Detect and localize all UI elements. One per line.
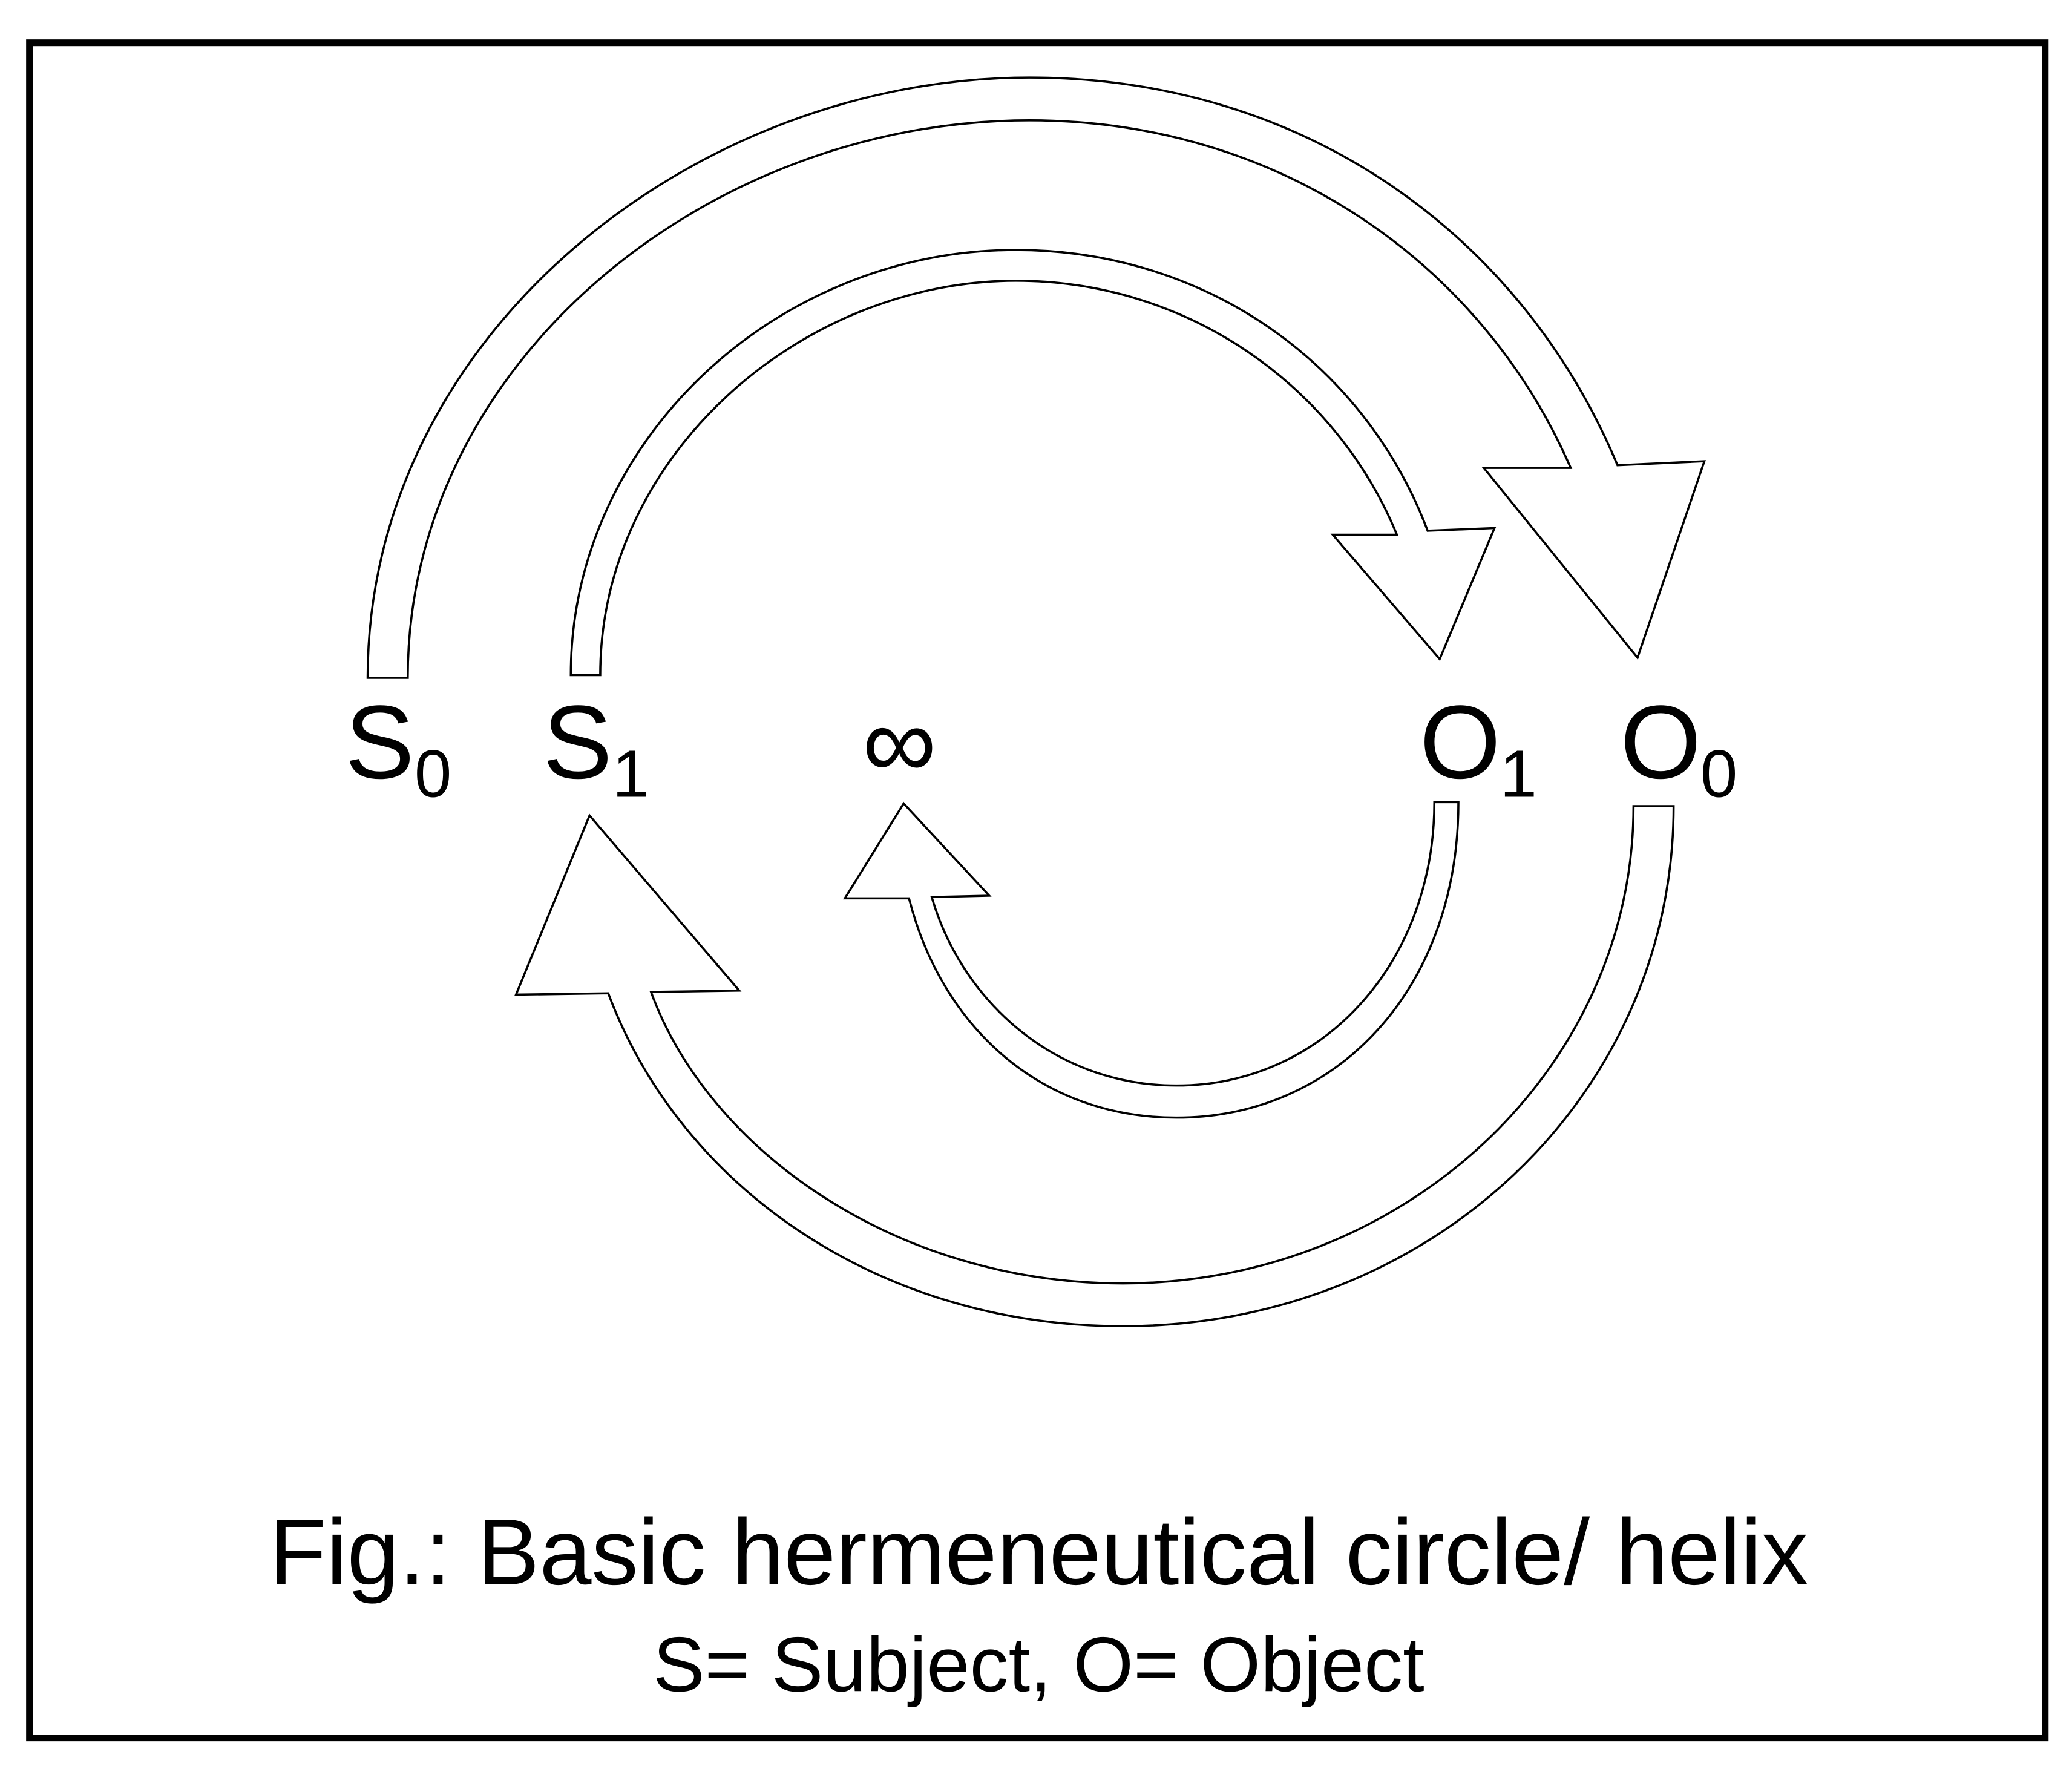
figure-frame	[26, 39, 2049, 1742]
node-subscript: 0	[1700, 737, 1737, 812]
node-letter: O	[1420, 684, 1501, 801]
node-letter: S	[345, 684, 415, 801]
node-infinity: ∞	[862, 684, 937, 801]
node-subscript: 1	[1500, 737, 1536, 812]
arrow-s0-to-o0	[366, 76, 1706, 679]
infinity-symbol: ∞	[862, 684, 937, 801]
node-o0: O 0	[1620, 684, 1737, 812]
arrow-s1-to-o1	[569, 249, 1497, 677]
arrow-o0-to-s1	[514, 805, 1675, 1328]
node-letter: S	[543, 684, 612, 801]
figure-legend: S= Subject, O= Object	[653, 1621, 1424, 1708]
node-subscript: 1	[612, 737, 649, 812]
node-s0: S 0	[345, 684, 451, 812]
node-s1: S 1	[543, 684, 649, 812]
node-subscript: 0	[415, 737, 451, 812]
arrow-o1-to-infinity	[842, 801, 1460, 1119]
node-letter: O	[1620, 684, 1701, 801]
node-o1: O 1	[1420, 684, 1537, 812]
figure-caption: Fig.: Basic hermeneutical circle/ helix	[269, 1500, 1808, 1604]
